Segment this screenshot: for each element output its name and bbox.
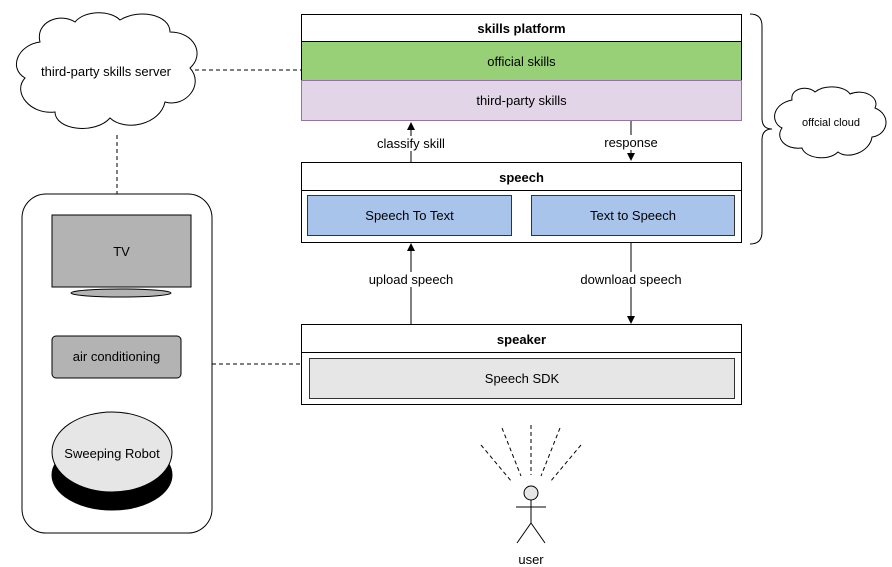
robot-top — [51, 411, 173, 493]
user-icon — [516, 485, 546, 544]
ac-label: air conditioning — [72, 349, 161, 364]
official-cloud-label: offcial cloud — [802, 117, 860, 129]
cloud-brace — [749, 13, 773, 245]
text-to-speech-label: Text to Speech — [590, 208, 676, 223]
speech-sdk-block: Speech SDK — [309, 358, 735, 399]
third-party-cloud-shape — [15, 12, 198, 129]
official-skills-block: official skills — [301, 41, 742, 81]
tv-stand — [70, 288, 172, 298]
speaking-lines — [480, 425, 582, 483]
upload-speech-label: upload speech — [361, 272, 461, 287]
official-skills-label: official skills — [487, 53, 556, 69]
third-party-server-label: third-party skills server — [40, 64, 172, 79]
speech-to-text-block: Speech To Text — [307, 195, 512, 236]
response-label: response — [596, 135, 666, 150]
speech-to-text-label: Speech To Text — [365, 208, 454, 223]
robot-label: Sweeping Robot — [64, 446, 160, 461]
download-speech-label: download speech — [576, 272, 686, 287]
speech-title: speech — [499, 170, 544, 185]
text-to-speech-block: Text to Speech — [531, 195, 735, 236]
speech-sdk-label: Speech SDK — [484, 371, 560, 386]
ac-unit — [51, 335, 182, 379]
official-cloud-shape — [774, 86, 887, 159]
tv-screen — [51, 214, 192, 288]
tv-label: TV — [113, 244, 130, 259]
user-label: user — [518, 552, 544, 567]
third-party-skills-label: third-party skills — [476, 93, 567, 108]
classify-skill-label: classify skill — [371, 136, 451, 151]
speaker-title: speaker — [496, 332, 547, 347]
third-party-skills-block: third-party skills — [301, 80, 742, 121]
skills-platform-title: skills platform — [477, 21, 566, 36]
